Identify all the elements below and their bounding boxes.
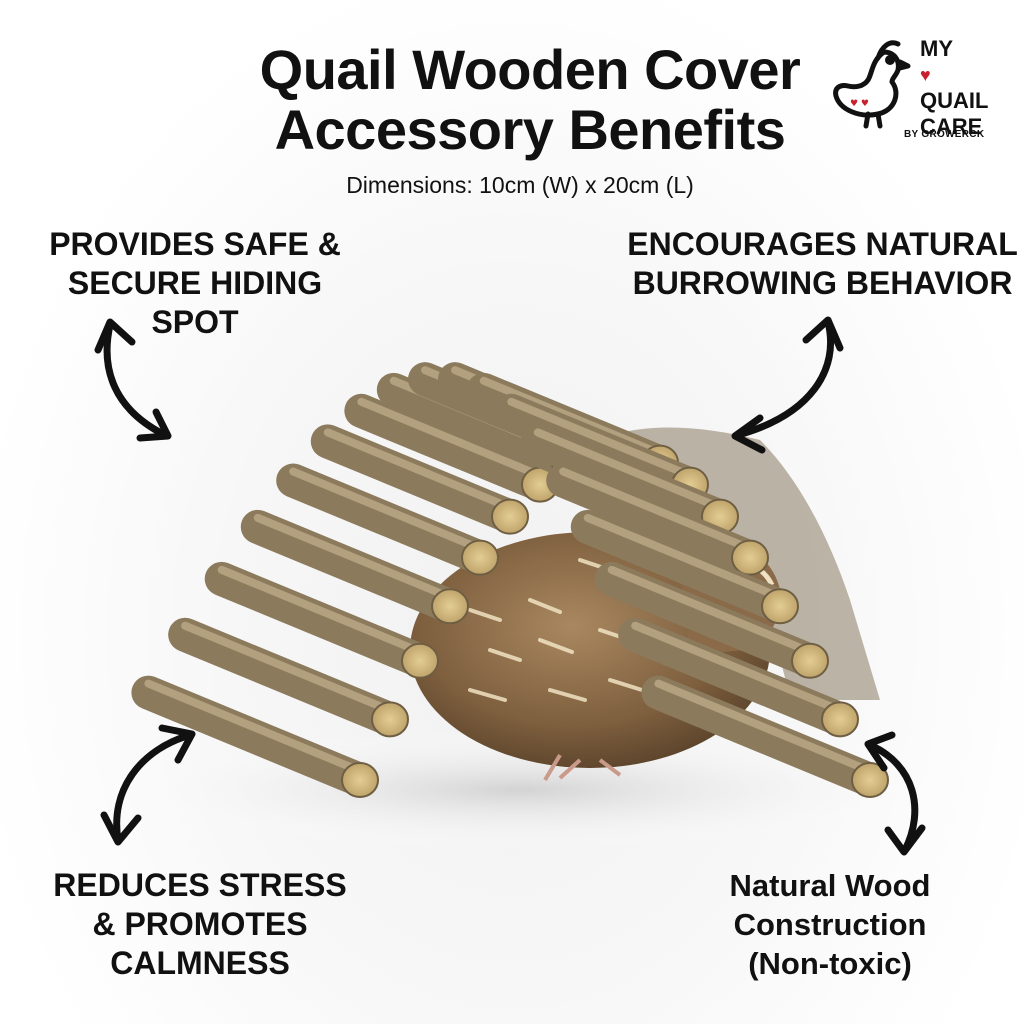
log-highlight: [323, 428, 514, 512]
arrow-bottom-left-icon: [100, 724, 196, 846]
dimensions-text: Dimensions: 10cm (W) x 20cm (L): [346, 172, 694, 198]
benefit-line: SECURE HIDING SPOT: [67, 265, 323, 340]
arrow-bottom-right-icon: [864, 731, 926, 856]
log-highlight: [507, 397, 694, 480]
log-cover-back: [555, 427, 880, 700]
log-highlight: [607, 565, 814, 656]
log-end: [491, 498, 529, 535]
log-highlight: [181, 621, 394, 715]
log-highlight: [631, 621, 844, 715]
logo-word-quail: QUAIL: [920, 88, 989, 113]
benefit-line: & PROMOTES: [92, 906, 308, 942]
log-highlight: [533, 428, 724, 512]
benefit-reduces-stress: REDUCES STRESS & PROMOTES CALMNESS: [40, 866, 360, 983]
log: [641, 675, 887, 797]
log-end: [461, 539, 499, 576]
log-highlight: [144, 679, 364, 775]
log: [494, 393, 707, 502]
benefit-line: REDUCES STRESS: [53, 867, 347, 903]
logo-word-care: CARE: [920, 114, 983, 139]
log: [168, 617, 407, 737]
log: [344, 393, 557, 502]
log-highlight: [357, 397, 544, 480]
title-line-2: Accessory Benefits: [274, 98, 786, 161]
title-line-1: Quail Wooden Cover: [259, 38, 801, 101]
log: [594, 561, 827, 678]
arrow-top-left-icon: [94, 318, 172, 442]
log-end: [761, 588, 799, 625]
log-end: [371, 701, 409, 738]
log-end: [851, 762, 889, 798]
log: [618, 617, 857, 737]
log-end: [821, 701, 859, 738]
benefit-natural-wood: Natural Wood Construction (Non-toxic): [680, 866, 980, 983]
logo-wordmark: MY ♥ QUAIL CARE: [920, 36, 988, 140]
log-highlight: [289, 467, 484, 553]
log-highlight: [583, 513, 784, 602]
log-highlight: [479, 376, 664, 458]
logo-byline: BY GROWERCK: [904, 129, 985, 140]
benefit-line: CALMNESS: [110, 945, 290, 981]
log-cover-front: [131, 362, 889, 798]
arrow-top-right-icon: [731, 316, 844, 454]
log-end: [341, 762, 379, 798]
log: [546, 463, 767, 575]
svg-text:♥ ♥: ♥ ♥: [850, 99, 869, 109]
log-highlight: [559, 467, 754, 553]
page-title: Quail Wooden Cover Accessory Benefits: [150, 40, 910, 160]
benefit-line: Natural Wood: [729, 868, 931, 903]
logo-word-my: MY: [920, 36, 953, 61]
log-highlight: [217, 565, 424, 656]
benefit-line: BURROWING BEHAVIOR: [632, 265, 1013, 301]
benefit-line: ENCOURAGES NATURAL: [627, 226, 1018, 262]
log: [520, 424, 737, 534]
brand-logo: ♥ ♥ MY ♥ QUAIL CARE BY GROWERCK: [828, 30, 1008, 140]
benefit-line: Construction: [733, 907, 927, 942]
quail-outline-icon: ♥ ♥: [833, 40, 911, 129]
log: [204, 561, 437, 678]
heart-icon: ♥: [920, 65, 931, 85]
log-end: [731, 539, 769, 576]
benefit-burrowing-behavior: ENCOURAGES NATURAL BURROWING BEHAVIOR: [625, 225, 1020, 303]
log-end: [401, 642, 439, 679]
log-highlight: [253, 513, 454, 602]
benefit-safe-hiding-spot: PROVIDES SAFE & SECURE HIDING SPOT: [20, 225, 370, 342]
log-end: [791, 642, 829, 679]
log: [240, 509, 467, 624]
log: [310, 424, 527, 534]
log: [276, 463, 497, 575]
log: [131, 675, 377, 797]
log-highlight: [654, 679, 874, 775]
benefit-line: (Non-toxic): [748, 946, 912, 981]
log: [570, 509, 797, 624]
benefit-line: PROVIDES SAFE &: [49, 226, 341, 262]
log-end: [431, 588, 469, 625]
